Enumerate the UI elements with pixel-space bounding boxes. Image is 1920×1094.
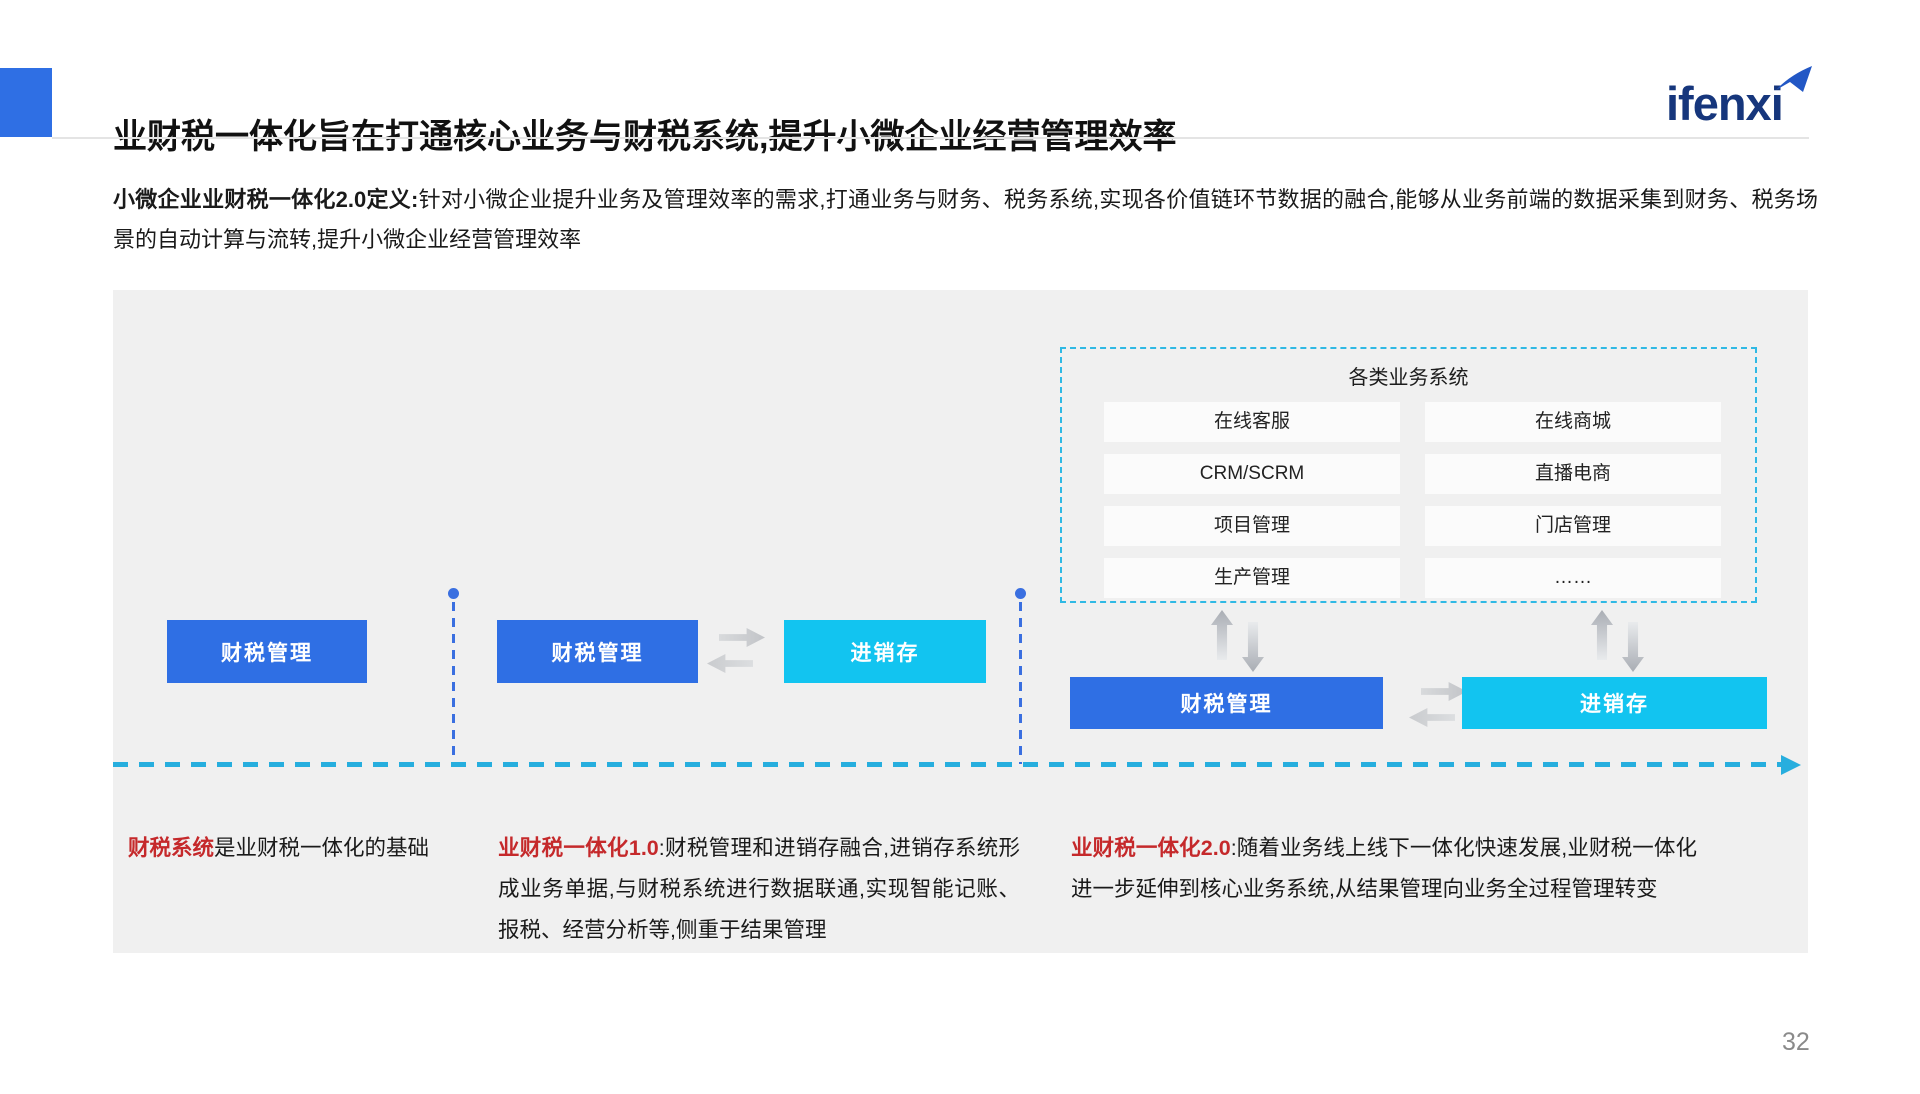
stage-divider-dashed-line xyxy=(1015,588,1026,764)
business-system-item: 门店管理 xyxy=(1425,506,1721,546)
note-highlight: 业财税一体化1.0 xyxy=(498,835,659,860)
note-stage3: 业财税一体化2.0:随着业务线上线下一体化快速发展,业财税一体化进一步延伸到核心… xyxy=(1071,828,1697,910)
swap-arrows-icon xyxy=(1409,682,1467,727)
note-stage1: 财税系统是业财税一体化的基础 xyxy=(128,828,458,869)
business-system-item: 项目管理 xyxy=(1104,506,1400,546)
note-text: :财税管理和进销存融合,进销存系统形成业务单据,与财税系统进行数据联通,实现智能… xyxy=(498,835,1021,942)
page-title: 业财税一体化旨在打通核心业务与财税系统,提升小微企业经营管理效率 xyxy=(113,117,1177,156)
timeline-dashed-line xyxy=(113,762,1785,767)
business-system-item: 在线商城 xyxy=(1425,402,1721,442)
logo-text: ifenxi xyxy=(1666,77,1784,130)
diagram-panel: 各类业务系统 在线客服 CRM/SCRM 项目管理 生产管理 在线商城 直播电商… xyxy=(113,290,1808,953)
note-highlight: 业财税一体化2.0 xyxy=(1071,835,1231,860)
business-system-item: CRM/SCRM xyxy=(1104,454,1400,494)
note-text: 是业财税一体化的基础 xyxy=(214,835,430,860)
business-systems-title: 各类业务系统 xyxy=(1348,367,1469,389)
arrow-left-icon xyxy=(707,654,753,673)
arrow-down-icon xyxy=(1622,622,1644,672)
note-text: :随着业务线上线下一体化快速发展,业财税一体化进一步延伸到核心业务系统,从结果管… xyxy=(1071,835,1698,901)
updown-arrows-icon xyxy=(1591,610,1644,672)
business-system-item: 在线客服 xyxy=(1104,402,1400,442)
business-system-item: 生产管理 xyxy=(1104,558,1400,598)
definition-paragraph: 小微企业业财税一体化2.0定义:针对小微企业提升业务及管理效率的需求,打通业务与… xyxy=(113,180,1818,260)
arrow-down-icon xyxy=(1242,622,1264,672)
arrow-left-icon xyxy=(1409,708,1455,727)
business-systems-col-left: 在线客服 CRM/SCRM 项目管理 生产管理 xyxy=(1104,402,1400,598)
arrow-right-icon xyxy=(1421,682,1467,701)
stage2-finance-box: 财税管理 xyxy=(497,620,698,683)
arrow-up-icon xyxy=(1211,610,1233,660)
page-number: 32 xyxy=(1782,1028,1810,1056)
arrow-up-icon xyxy=(1591,610,1613,660)
stage-divider-dashed-line xyxy=(448,588,459,764)
definition-lead: 小微企业业财税一体化2.0定义: xyxy=(113,187,419,212)
business-systems-col-right: 在线商城 直播电商 门店管理 …… xyxy=(1425,402,1721,598)
business-systems-box: 各类业务系统 在线客服 CRM/SCRM 项目管理 生产管理 在线商城 直播电商… xyxy=(1060,347,1757,603)
business-system-item: 直播电商 xyxy=(1425,454,1721,494)
stage3-finance-box: 财税管理 xyxy=(1070,677,1383,729)
timeline-arrowhead-icon xyxy=(1781,755,1801,775)
stage3-inventory-box: 进销存 xyxy=(1462,677,1767,729)
stage1-finance-box: 财税管理 xyxy=(167,620,367,683)
arrow-right-icon xyxy=(719,628,765,647)
business-systems-grid: 在线客服 CRM/SCRM 项目管理 生产管理 在线商城 直播电商 门店管理 …… xyxy=(1062,390,1755,598)
updown-arrows-icon xyxy=(1211,610,1264,672)
logo-arrow-icon xyxy=(1776,66,1812,92)
business-system-item: …… xyxy=(1425,558,1721,598)
swap-arrows-icon xyxy=(707,628,765,673)
title-accent-bar xyxy=(0,68,52,137)
note-stage2: 业财税一体化1.0:财税管理和进销存融合,进销存系统形成业务单据,与财税系统进行… xyxy=(498,828,1020,951)
header-divider xyxy=(52,137,1809,139)
stage2-inventory-box: 进销存 xyxy=(784,620,986,683)
ifenxi-logo: ifenxi xyxy=(1666,66,1816,134)
definition-body: 针对小微企业提升业务及管理效率的需求,打通业务与财务、税务系统,实现各价值链环节… xyxy=(113,187,1818,252)
note-highlight: 财税系统 xyxy=(128,835,215,860)
